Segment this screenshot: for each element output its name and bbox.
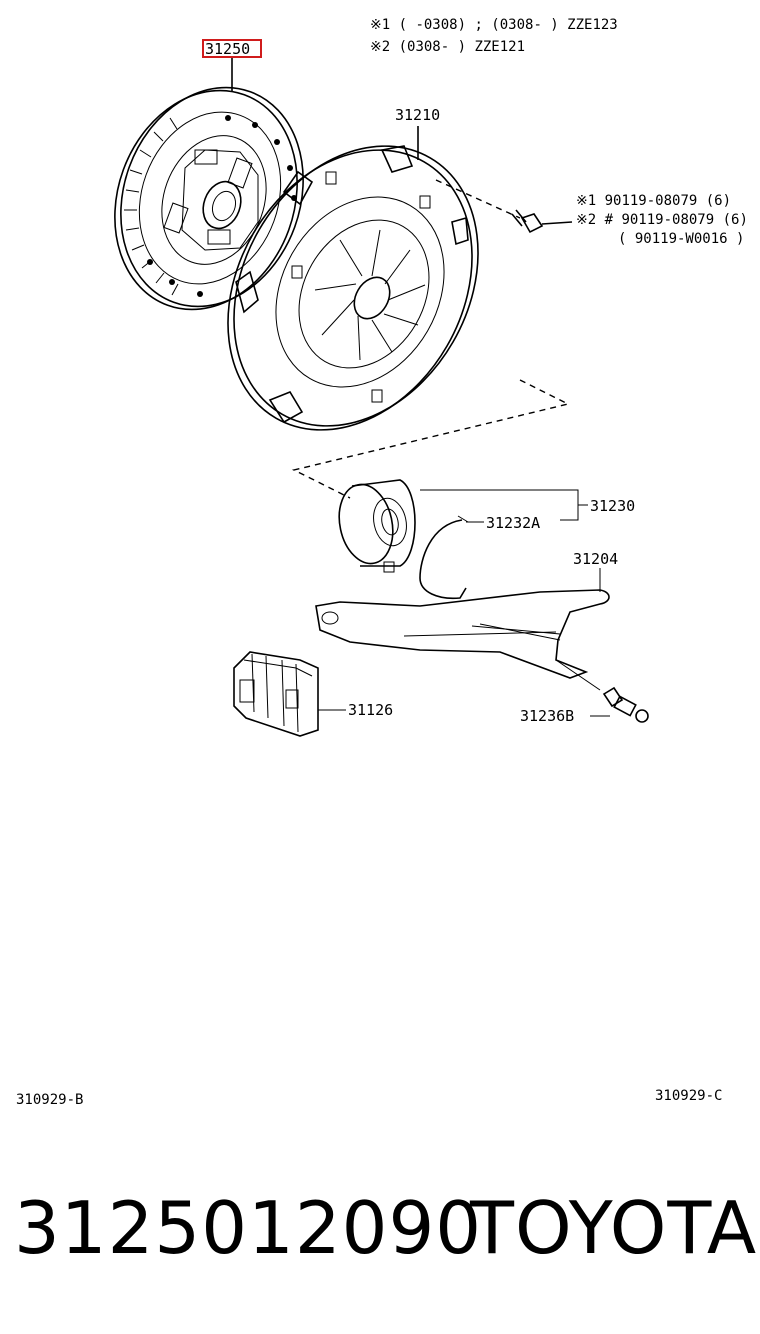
callout-31126[interactable]: 31126	[348, 701, 393, 719]
clutch-cover-drawing	[227, 145, 479, 431]
callout-31232A[interactable]: 31232A	[486, 514, 540, 532]
release-fork-drawing	[315, 589, 610, 679]
selected-part-highlight	[202, 39, 262, 58]
callout-31230[interactable]: 31230	[590, 497, 635, 515]
cover-bolt-drawing	[511, 209, 544, 234]
bearing-clip-drawing	[419, 515, 469, 600]
fork-boot-drawing	[233, 651, 319, 737]
figure-code-right: 310929-C	[655, 1088, 722, 1104]
alignment-dash	[291, 379, 571, 499]
callout-31210[interactable]: 31210	[395, 106, 440, 124]
brand-name: TOYOTA	[470, 1186, 758, 1270]
callout-bolt-note-1[interactable]: ※1 90119-08079 (6)	[576, 193, 731, 209]
clutch-disc-drawing	[114, 86, 304, 311]
variant-note-2: ※2 (0308- ) ZZE121	[370, 39, 525, 55]
fork-support-drawing	[602, 686, 649, 723]
leader-fork-pivot	[555, 659, 601, 691]
callout-bolt-note-3[interactable]: ( 90119-W0016 )	[618, 231, 744, 247]
part-number: 3125012090	[14, 1186, 483, 1270]
callout-31250[interactable]: 31250	[205, 40, 250, 58]
leader-bolt	[541, 221, 573, 225]
leader-dash-bolt	[435, 179, 521, 219]
callout-31204[interactable]: 31204	[573, 550, 618, 568]
variant-note-1: ※1 ( -0308) ; (0308- ) ZZE123	[370, 17, 618, 33]
figure-code-left: 310929-B	[16, 1092, 83, 1108]
callout-31236B[interactable]: 31236B	[520, 707, 574, 725]
callout-bolt-note-2[interactable]: ※2 # 90119-08079 (6)	[576, 212, 748, 228]
release-bearing-drawing	[338, 479, 416, 573]
